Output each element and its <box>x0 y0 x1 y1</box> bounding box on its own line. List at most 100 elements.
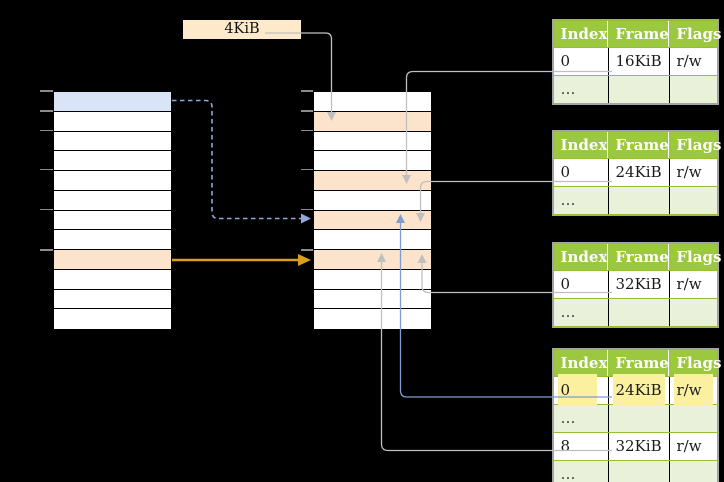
page-table-2: Index Frame Flags 0 24KiB r/w … <box>551 130 721 216</box>
page-table-row: … <box>553 75 717 103</box>
memory-row <box>314 92 431 112</box>
cell-frame <box>609 187 670 214</box>
memory-row <box>314 190 431 211</box>
memory-row <box>314 111 431 132</box>
cell-index: 0 <box>554 48 609 75</box>
memory-row <box>314 250 431 270</box>
memory-row <box>314 309 431 329</box>
memory-row <box>53 92 171 112</box>
cell-flags <box>670 405 717 432</box>
axis-tick <box>300 168 313 171</box>
memory-row <box>53 289 171 310</box>
memory-row <box>53 309 171 329</box>
axis-tick <box>40 110 53 112</box>
page-table-1: Index Frame Flags 0 16KiB r/w … <box>551 19 721 105</box>
column-header-frame: Frame <box>608 244 670 270</box>
page-table-row: 8 32KiB r/w <box>553 432 717 460</box>
cell-frame: 24KiB <box>609 377 670 404</box>
page-table-row: 0 16KiB r/w <box>553 47 717 75</box>
column-header-index: Index <box>554 350 609 376</box>
cell-flags <box>670 187 717 214</box>
cell-flags: r/w <box>676 437 702 455</box>
cell-index: … <box>554 76 609 103</box>
arrow-virtual-page-dashed <box>172 99 301 220</box>
memory-row <box>314 210 431 231</box>
axis-tick <box>40 168 53 171</box>
page-table-row: … <box>553 404 717 432</box>
cell-frame: 32KiB <box>609 271 670 298</box>
cell-frame: 32KiB <box>609 433 670 460</box>
cell-index: 0 <box>554 377 609 404</box>
column-header-frame: Frame <box>608 350 670 376</box>
page-table-row: 0 32KiB r/w <box>553 270 717 298</box>
page-table-4: Index Frame Flags 0 24KiB r/w … 8 32KiB … <box>551 348 721 482</box>
cell-flags: r/w <box>676 52 702 70</box>
column-header-frame: Frame <box>608 132 670 158</box>
cell-flags: r/w <box>670 377 717 404</box>
cell-flags: r/w <box>676 163 702 181</box>
cell-index: 0 <box>554 159 609 186</box>
axis-tick <box>300 90 313 92</box>
memory-row <box>53 210 171 231</box>
axis-tick <box>300 129 313 132</box>
column-header-index: Index <box>554 132 609 158</box>
memory-row <box>53 190 171 211</box>
virtual-memory-table <box>52 91 172 330</box>
column-header-flags: Flags <box>676 248 722 266</box>
memory-row <box>314 131 431 152</box>
page-table-row: 0 24KiB r/w <box>553 158 717 186</box>
page-table-row-highlighted: 0 24KiB r/w <box>553 376 717 404</box>
axis-tick <box>40 208 53 211</box>
cell-flags: r/w <box>676 275 702 293</box>
cell-frame <box>609 461 670 482</box>
memory-row <box>53 250 171 270</box>
cell-flags <box>670 461 717 482</box>
cell-index: … <box>554 299 609 326</box>
page-table-3: Index Frame Flags 0 32KiB r/w … <box>551 242 721 328</box>
axis-tick <box>300 208 313 211</box>
physical-memory-table <box>313 91 432 330</box>
cell-index: 8 <box>554 433 609 460</box>
cell-frame <box>609 76 670 103</box>
axis-tick <box>300 249 313 251</box>
page-size-label: 4KiB <box>183 20 301 39</box>
cell-frame <box>609 405 670 432</box>
axis-tick <box>40 90 53 92</box>
column-header-flags: Flags <box>676 25 722 43</box>
memory-row <box>314 289 431 310</box>
cell-flags <box>670 299 717 326</box>
cell-index: … <box>554 187 609 214</box>
memory-row <box>314 230 431 250</box>
cell-index: 0 <box>554 271 609 298</box>
cell-frame: 16KiB <box>609 48 670 75</box>
page-table-header: Index Frame Flags <box>553 132 721 158</box>
page-table-row: … <box>553 460 717 482</box>
column-header-index: Index <box>554 244 609 270</box>
column-header-flags: Flags <box>676 136 722 154</box>
column-header-flags: Flags <box>676 354 722 372</box>
page-table-row: … <box>553 186 717 214</box>
axis-tick <box>40 249 53 251</box>
memory-row <box>314 269 431 290</box>
page-table-header: Index Frame Flags <box>553 350 721 376</box>
cell-flags <box>670 76 717 103</box>
memory-row <box>53 131 171 152</box>
axis-tick <box>40 129 53 132</box>
memory-row <box>53 111 171 132</box>
cell-index: … <box>554 461 609 482</box>
page-table-header: Index Frame Flags <box>553 244 721 270</box>
memory-row <box>53 230 171 250</box>
cell-frame <box>609 299 670 326</box>
memory-row <box>53 151 171 171</box>
column-header-index: Index <box>554 21 609 47</box>
cell-index: … <box>554 405 609 432</box>
page-table-header: Index Frame Flags <box>553 21 721 47</box>
memory-row <box>53 269 171 290</box>
arrowhead-right-icon <box>298 254 311 266</box>
memory-row <box>314 151 431 171</box>
axis-tick <box>300 110 313 112</box>
memory-row <box>53 171 171 191</box>
memory-row <box>314 171 431 191</box>
cell-frame: 24KiB <box>609 159 670 186</box>
